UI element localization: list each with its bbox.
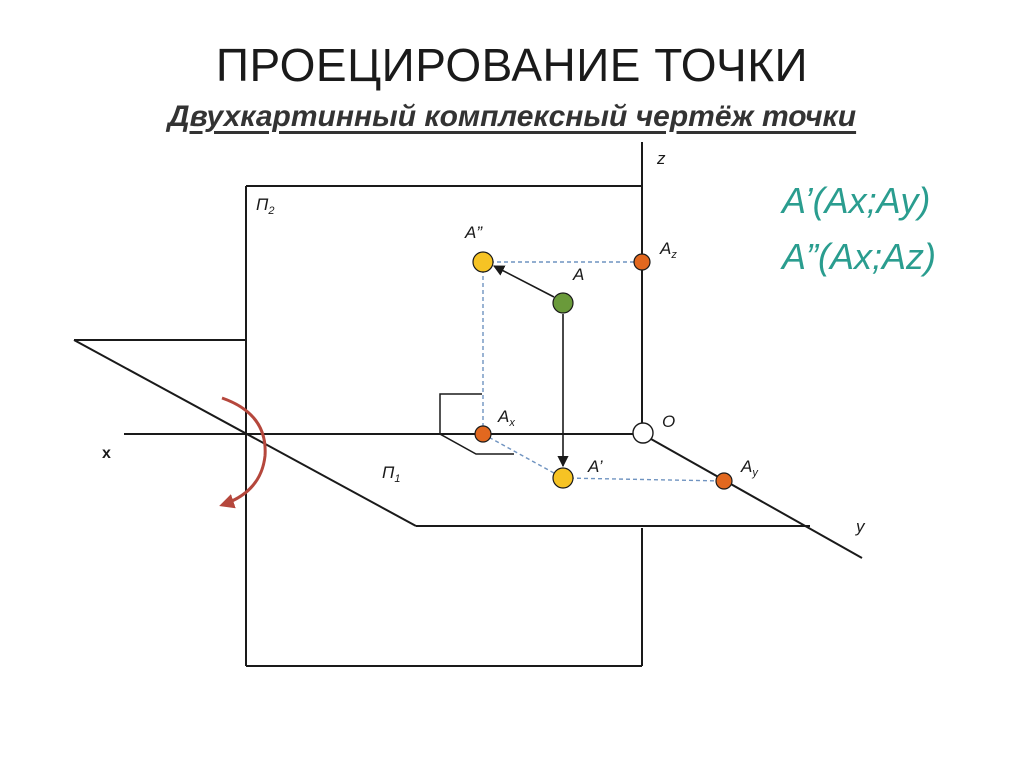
formula-a-top: A’(Ax;Ay)	[782, 180, 931, 221]
dash-ax-atop	[482, 433, 564, 479]
label-origin: O	[662, 412, 675, 431]
label-plane-p1: П1	[382, 463, 400, 485]
slide-title: ПРОЕЦИРОВАНИЕ ТОЧКИ	[215, 39, 809, 91]
label-x-axis: x	[102, 445, 111, 462]
point-ay	[715, 472, 733, 490]
label-y-axis: y	[855, 517, 866, 536]
point-a-front	[472, 251, 494, 273]
dash-atop-ay	[562, 477, 725, 482]
label-point-az: Az	[659, 239, 677, 261]
label-point-a-front: A”	[464, 223, 483, 242]
label-point-a: A	[572, 265, 584, 284]
formula-a-front: A”(Ax;Az)	[782, 236, 937, 277]
arrow-a-to-afront	[493, 265, 555, 298]
point-az	[633, 253, 651, 271]
right-angle-bracket	[439, 393, 514, 455]
label-plane-p2: П2	[256, 195, 274, 217]
point-ax	[474, 425, 492, 443]
label-point-a-top: A’	[587, 457, 603, 476]
axis-y	[650, 438, 863, 559]
label-point-ay: Ay	[740, 457, 759, 479]
rotation-arrow	[219, 396, 267, 509]
point-a-top	[552, 467, 574, 489]
point-a	[552, 292, 574, 314]
point-origin	[632, 422, 654, 444]
label-z-axis: z	[656, 149, 666, 168]
slide-subtitle: Двухкартинный комплексный чертёж точки	[167, 100, 857, 133]
label-point-ax: Ax	[497, 407, 515, 429]
